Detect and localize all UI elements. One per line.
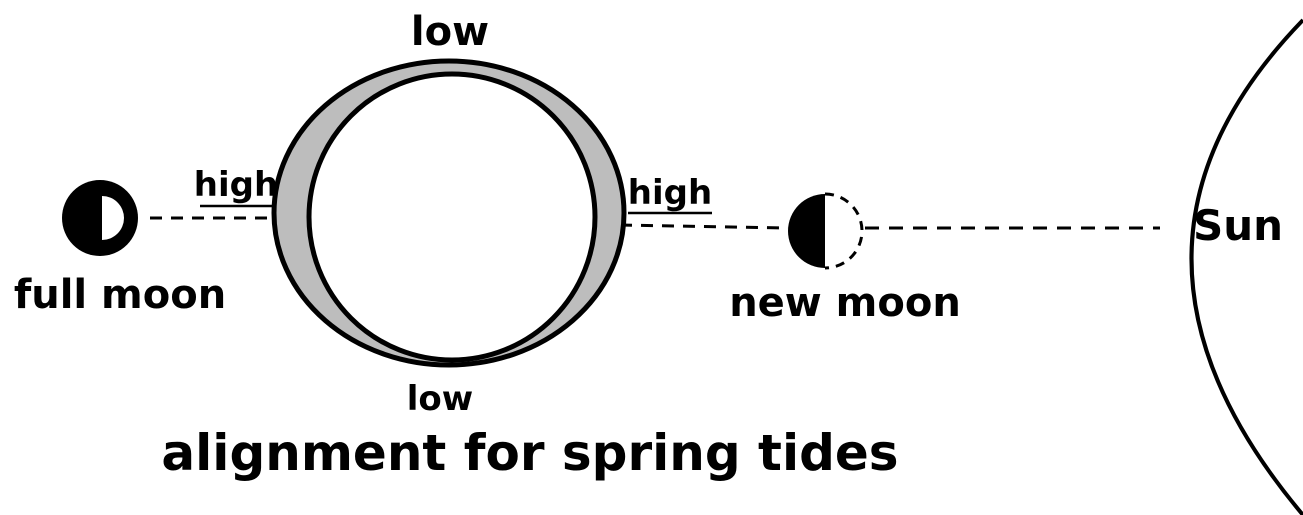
sun-label: Sun — [1193, 201, 1283, 250]
caption: alignment for spring tides — [161, 424, 898, 482]
low-top-label: low — [411, 9, 489, 55]
new-moon-label: new moon — [729, 280, 961, 326]
earth — [309, 74, 595, 360]
new-moon-icon — [788, 194, 862, 268]
high-right-label: high — [628, 173, 712, 213]
full-moon-icon — [62, 180, 138, 256]
low-bottom-label: low — [407, 379, 473, 419]
full-moon-label: full moon — [14, 272, 226, 318]
alignment-line-middle — [620, 225, 788, 228]
sun-arc — [1192, 20, 1303, 515]
high-left-label: high — [194, 165, 278, 205]
